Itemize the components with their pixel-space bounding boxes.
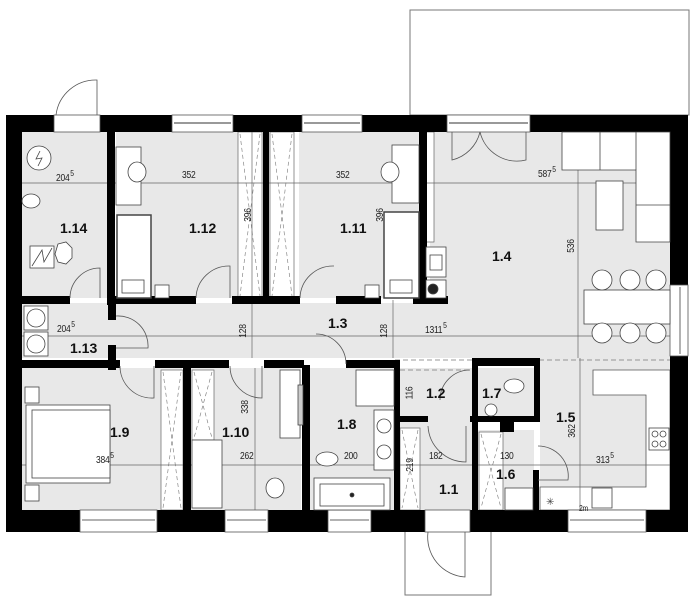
desk-icon xyxy=(191,439,223,509)
dim-1.10-width: 262 xyxy=(240,451,254,462)
armchair-icon xyxy=(595,180,624,231)
room-label-1.8: 1.8 xyxy=(337,416,357,432)
desk-chair-icon xyxy=(127,161,147,183)
room-label-1.12: 1.12 xyxy=(189,220,217,236)
room-label-1.1: 1.1 xyxy=(439,481,459,497)
dim-1.6-width: 130 xyxy=(500,451,514,462)
dim-1.10-depth: 338 xyxy=(239,400,251,414)
sink-icon xyxy=(376,444,392,460)
toilet-icon xyxy=(503,378,525,394)
dim-1.8-width: 200 xyxy=(344,451,358,462)
dim-1.2-depth: 116 xyxy=(404,386,416,400)
kitchen-mark: 2m xyxy=(579,504,588,513)
entrance-landing-outline xyxy=(404,529,492,596)
dashed-openings xyxy=(395,359,680,371)
room-label-1.13: 1.13 xyxy=(70,340,98,356)
dim-1.13-width: 2045 xyxy=(57,320,75,335)
room-label-1.14: 1.14 xyxy=(60,220,88,236)
dim-1.3-depth-a: 128 xyxy=(237,324,249,338)
room-label-1.9: 1.9 xyxy=(110,424,130,440)
dining-table-icon xyxy=(583,289,671,325)
snowflake-icon: ✳ xyxy=(546,497,554,508)
sink-icon xyxy=(484,403,498,417)
toilet-icon xyxy=(315,451,339,467)
dim-1.5-width: 3135 xyxy=(596,451,614,466)
room-label-1.4: 1.4 xyxy=(492,248,512,264)
dim-1.12-depth: 396 xyxy=(242,208,254,222)
furniture: ✳ xyxy=(21,131,671,511)
room-label-1.10: 1.10 xyxy=(222,424,250,440)
terrace-outline xyxy=(409,9,690,116)
boiler-icon xyxy=(29,245,55,269)
dim-1.12-width: 352 xyxy=(182,170,196,181)
stove-icon xyxy=(648,427,670,451)
dim-1.1-width: 182 xyxy=(429,451,443,462)
door-openings xyxy=(53,114,471,533)
fridge-icon xyxy=(591,487,613,509)
dim-1.3-depth-b: 128 xyxy=(378,324,390,338)
dim-1.5-depth: 362 xyxy=(566,424,578,438)
electrical-panel-icon xyxy=(26,145,52,171)
dining-chair-icons xyxy=(591,269,667,344)
room-label-1.6: 1.6 xyxy=(496,466,516,482)
washbasin-icon xyxy=(21,193,41,209)
room-label-1.11: 1.11 xyxy=(340,220,367,236)
room-label-1.5: 1.5 xyxy=(556,409,576,425)
shower-tray-icon xyxy=(504,487,534,511)
shower-icon xyxy=(355,369,395,407)
wardrobe-cross-marks xyxy=(162,133,502,509)
walls xyxy=(6,115,688,532)
wardrobes xyxy=(160,131,504,511)
water-heater-icon xyxy=(54,241,73,265)
windows xyxy=(79,114,689,533)
dim-1.3-length: 13115 xyxy=(425,321,447,336)
room-label-1.7: 1.7 xyxy=(482,385,502,401)
desk-chair-icon xyxy=(380,161,400,183)
room-label-1.2: 1.2 xyxy=(426,385,446,401)
dim-1.4-depth: 536 xyxy=(565,239,577,253)
dim-1.11-width: 352 xyxy=(336,170,350,181)
dim-1.11-depth: 396 xyxy=(374,208,386,222)
dim-1.1-depth: 219 xyxy=(404,458,416,472)
desk-chair-icon xyxy=(265,477,285,499)
door-swings xyxy=(55,79,569,578)
dim-1.9-width: 3845 xyxy=(96,451,114,466)
sink-icon xyxy=(376,418,392,434)
sofa-icon xyxy=(561,131,671,243)
dim-1.14-width: 2045 xyxy=(56,169,74,184)
room-label-1.3: 1.3 xyxy=(328,315,348,331)
dim-1.4-width: 5875 xyxy=(538,165,556,180)
